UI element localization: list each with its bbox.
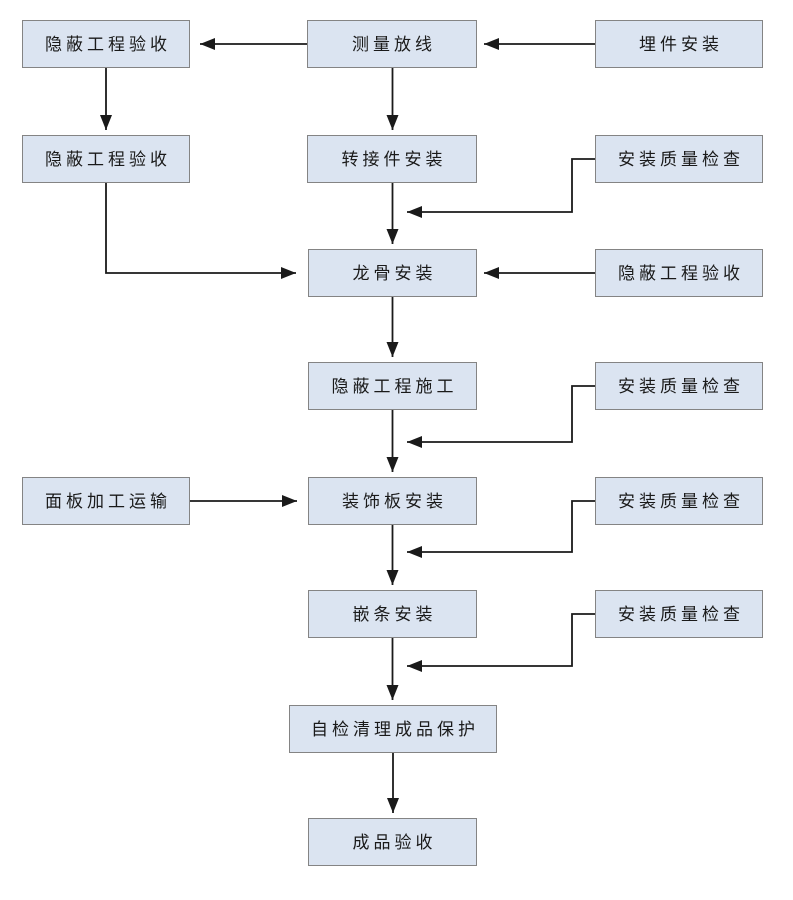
node-hidden-work-acceptance-1: 隐蔽工程验收 [22,20,190,68]
node-panel-processing-transport: 面板加工运输 [22,477,190,525]
node-adapter-install: 转接件安装 [307,135,477,183]
node-install-quality-check-2: 安装质量检查 [595,362,763,410]
node-hidden-work-construction: 隐蔽工程施工 [308,362,477,410]
node-hidden-work-acceptance-3: 隐蔽工程验收 [595,249,763,297]
node-install-quality-check-4: 安装质量检查 [595,590,763,638]
node-inlay-strip-install: 嵌条安装 [308,590,477,638]
node-install-quality-check-3: 安装质量检查 [595,477,763,525]
node-hidden-work-acceptance-2: 隐蔽工程验收 [22,135,190,183]
arrow-hidden-acceptance-2-to-keel [105,183,296,279]
node-embedded-parts-install: 埋件安装 [595,20,763,68]
node-keel-install: 龙骨安装 [308,249,477,297]
node-survey-setting-out: 测量放线 [307,20,477,68]
node-self-check-cleanup-product-protection: 自检清理成品保护 [289,705,497,753]
node-decorative-panel-install: 装饰板安装 [308,477,477,525]
node-finished-product-acceptance: 成品验收 [308,818,477,866]
node-install-quality-check-1: 安装质量检查 [595,135,763,183]
